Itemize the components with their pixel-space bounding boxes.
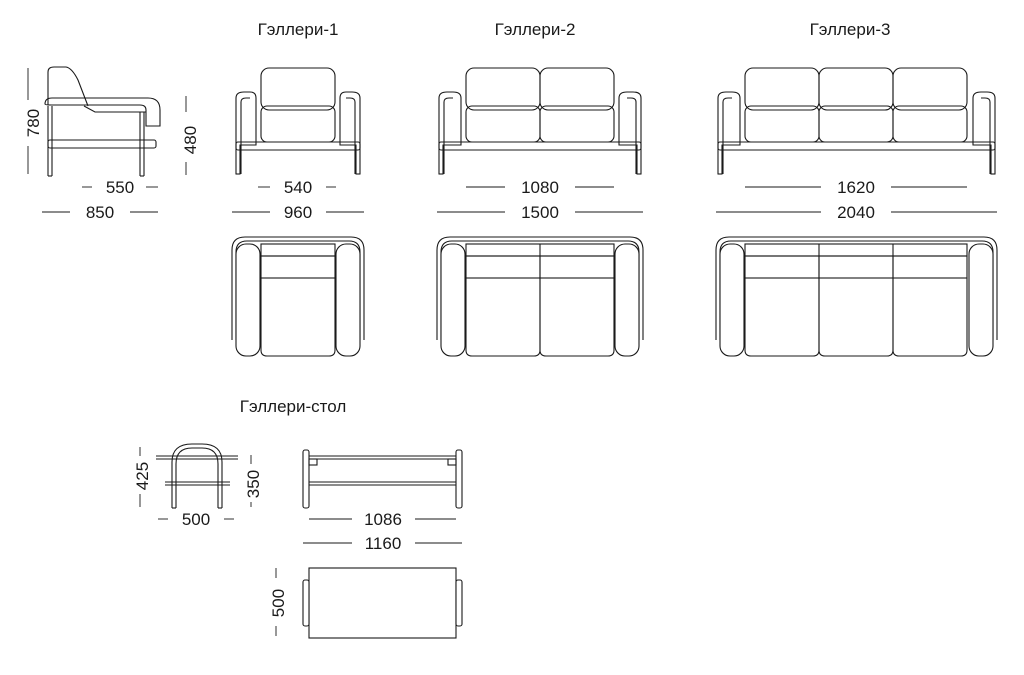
table-top-depth-label: 500 (269, 589, 288, 617)
seat-height-label: 480 (181, 126, 200, 154)
table-top-view (302, 567, 463, 639)
galleri-2-top-view (436, 236, 644, 357)
galleri-2-front-view (438, 67, 642, 175)
galleri-3-title: Гэллери-3 (810, 20, 891, 39)
galleri-2-width-label: 1500 (521, 203, 559, 222)
galleri-3-top-view (715, 236, 998, 357)
galleri-3-width-label: 2040 (837, 203, 875, 222)
galleri-1-width-label: 960 (284, 203, 312, 222)
table-shelf-height-label: 350 (244, 470, 263, 498)
table-height-label: 425 (133, 462, 152, 490)
galleri-1-title: Гэллери-1 (258, 20, 339, 39)
galleri-2-seat-width-label: 1080 (521, 178, 559, 197)
table-inner-length-label: 1086 (364, 510, 402, 529)
side-height-label: 780 (24, 109, 43, 137)
table-front-view (302, 449, 463, 509)
side-depth-label: 850 (86, 203, 114, 222)
table-length-label: 1160 (365, 534, 402, 553)
galleri-1-top-view (231, 236, 365, 357)
galleri-1-seat-width-label: 540 (284, 178, 312, 197)
table-depth-label: 500 (182, 510, 210, 529)
galleri-3-seat-width-label: 1620 (837, 178, 875, 197)
table-side-view (156, 443, 238, 509)
side-depth-inner-label: 550 (106, 178, 134, 197)
sofa-side-view (44, 66, 161, 177)
table-title: Гэллери-стол (240, 397, 347, 416)
galleri-2-title: Гэллери-2 (495, 20, 576, 39)
galleri-3-front-view (717, 67, 996, 175)
galleri-1-front-view (235, 67, 361, 175)
